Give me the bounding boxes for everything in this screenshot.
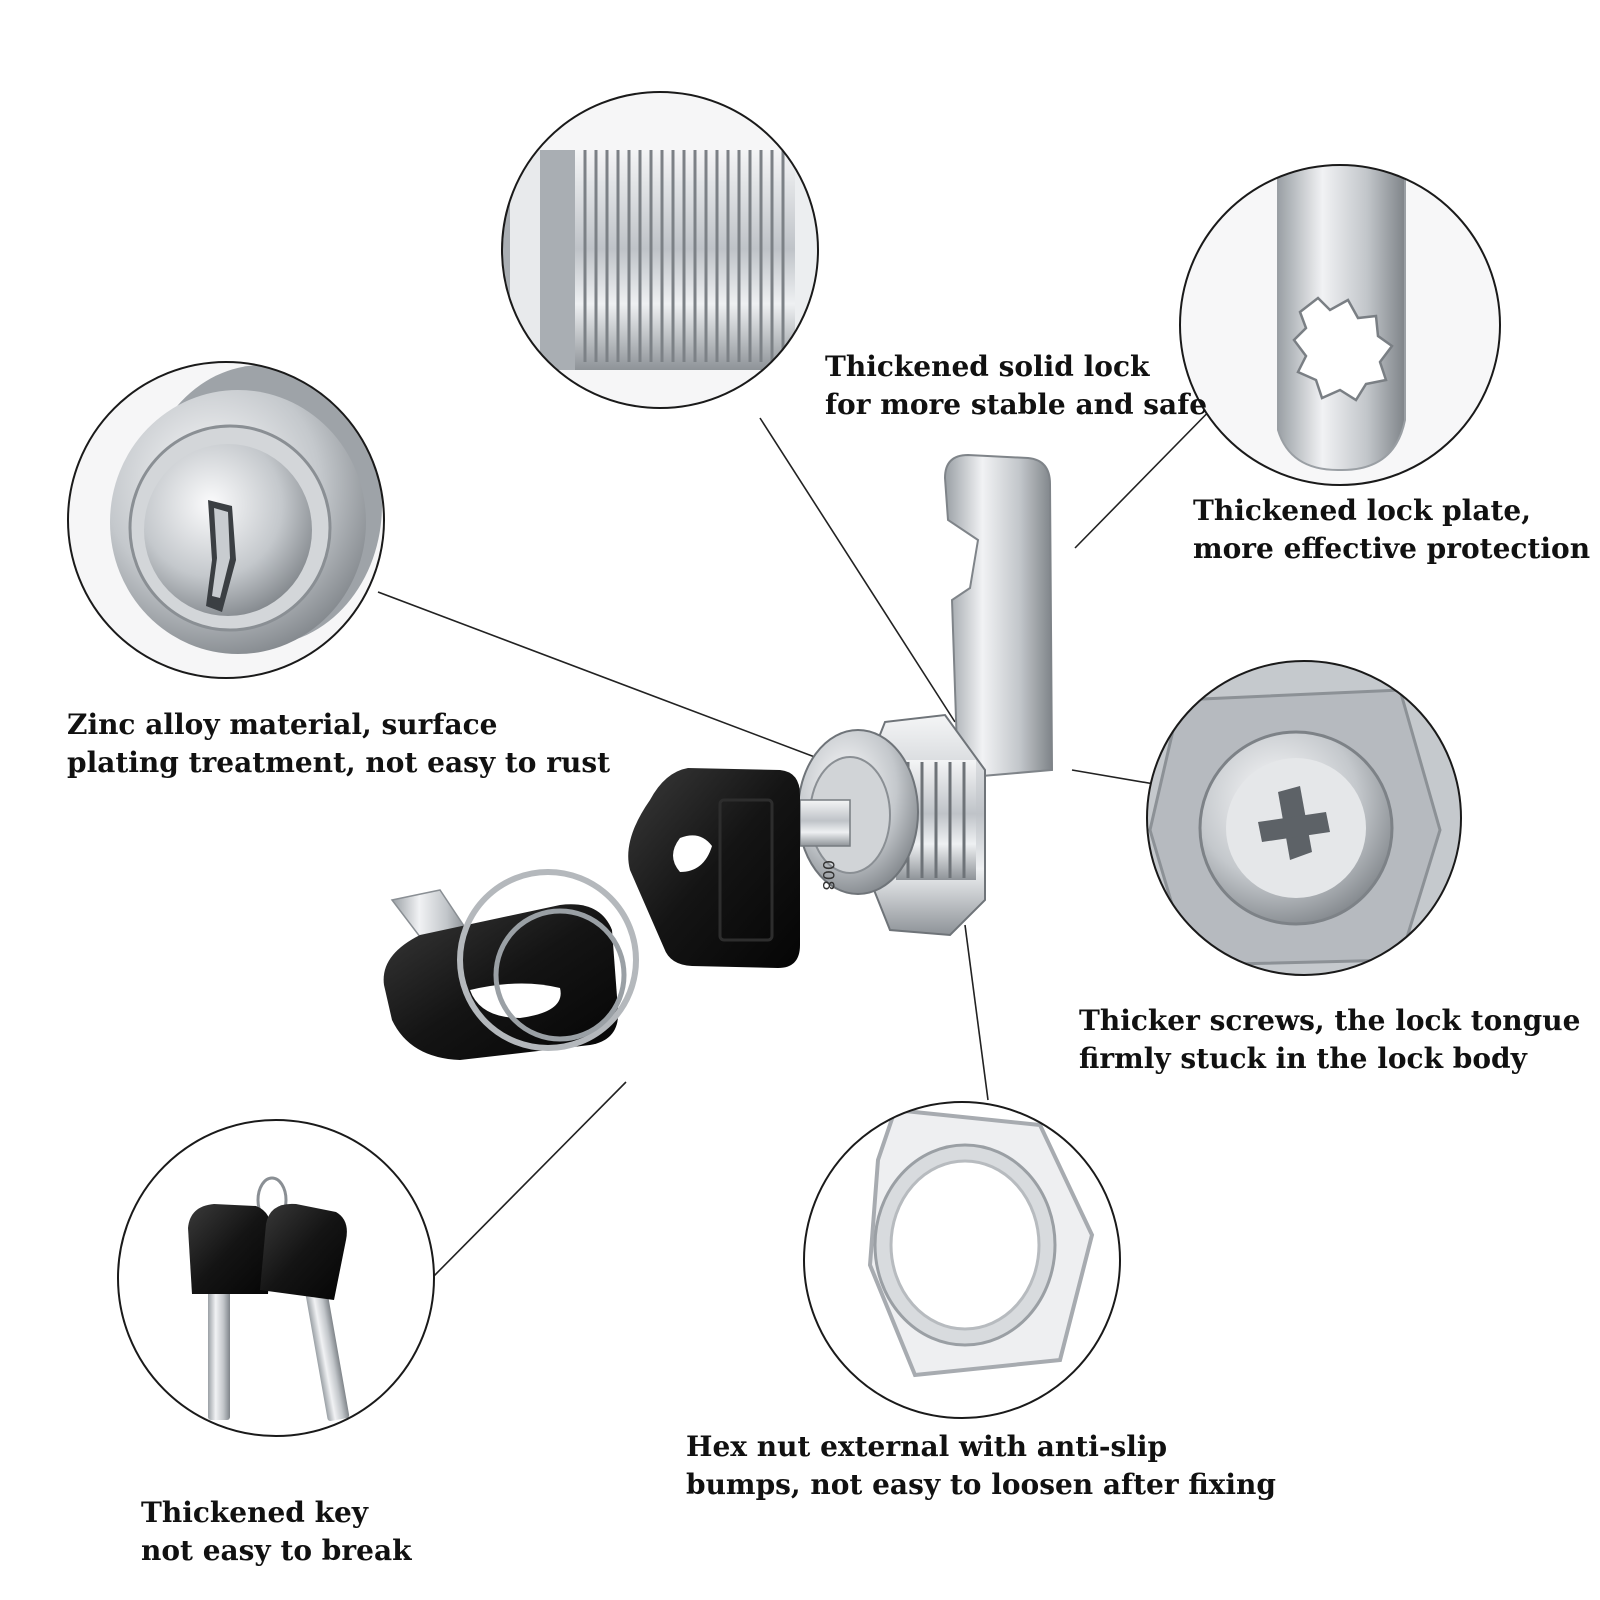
callout-key-line2: not easy to break bbox=[141, 1534, 412, 1567]
leader-line-lock-plate bbox=[1074, 391, 1229, 549]
callout-key: Thickened key not easy to break bbox=[141, 1494, 412, 1570]
leader-line-key bbox=[427, 1081, 627, 1283]
second-key bbox=[383, 889, 619, 1060]
callout-zinc-alloy: Zinc alloy material, surface plating tre… bbox=[67, 706, 610, 782]
callout-screws-line2: firmly stuck in the lock body bbox=[1079, 1042, 1527, 1075]
key-ring-1 bbox=[457, 869, 639, 1051]
callout-lock-plate-line1: Thickened lock plate, bbox=[1193, 494, 1531, 527]
callout-hex-nut-line2: bumps, not easy to loosen after fixing bbox=[686, 1468, 1276, 1501]
callout-screws-line1: Thicker screws, the lock tongue bbox=[1079, 1004, 1581, 1037]
lock-tongue bbox=[943, 453, 1054, 780]
leader-line-zinc-alloy bbox=[377, 591, 829, 763]
callout-lock-plate-line2: more effective protection bbox=[1193, 532, 1591, 565]
callout-screws: Thicker screws, the lock tongue firmly s… bbox=[1079, 1002, 1580, 1078]
callout-hex-nut: Hex nut external with anti-slip bumps, n… bbox=[686, 1428, 1276, 1504]
inserted-key-head bbox=[628, 768, 800, 968]
key-ring-2 bbox=[493, 908, 627, 1042]
inserted-key-blade bbox=[799, 799, 851, 847]
thread-ridges bbox=[583, 150, 785, 362]
callout-solid-lock-line1: Thickened solid lock bbox=[825, 350, 1150, 383]
detail-circle-solid-lock bbox=[501, 91, 819, 409]
detail-circle-key bbox=[117, 1119, 435, 1437]
leader-line-hex-nut bbox=[964, 924, 989, 1101]
detail-circle-lock-plate bbox=[1179, 164, 1501, 486]
leader-line-screws bbox=[1071, 769, 1161, 786]
callout-lines bbox=[377, 391, 1229, 1283]
callout-hex-nut-line1: Hex nut external with anti-slip bbox=[686, 1430, 1168, 1463]
callout-zinc-alloy-line2: plating treatment, not easy to rust bbox=[67, 746, 611, 779]
detail-circle-zinc-alloy bbox=[67, 361, 385, 679]
leader-line-solid-lock bbox=[759, 417, 956, 723]
detail-circle-hex-nut bbox=[803, 1101, 1121, 1419]
cam-lock-assembly: 008 bbox=[383, 453, 1054, 1060]
callout-lock-plate: Thickened lock plate, more effective pro… bbox=[1193, 492, 1590, 568]
key-code-engraving: 008 bbox=[819, 860, 838, 891]
callout-solid-lock: Thickened solid lock for more stable and… bbox=[825, 348, 1207, 424]
detail-circle-screws bbox=[1146, 660, 1462, 976]
callout-zinc-alloy-line1: Zinc alloy material, surface bbox=[67, 708, 498, 741]
callout-key-line1: Thickened key bbox=[141, 1496, 369, 1529]
callout-solid-lock-line2: for more stable and safe bbox=[825, 388, 1208, 421]
